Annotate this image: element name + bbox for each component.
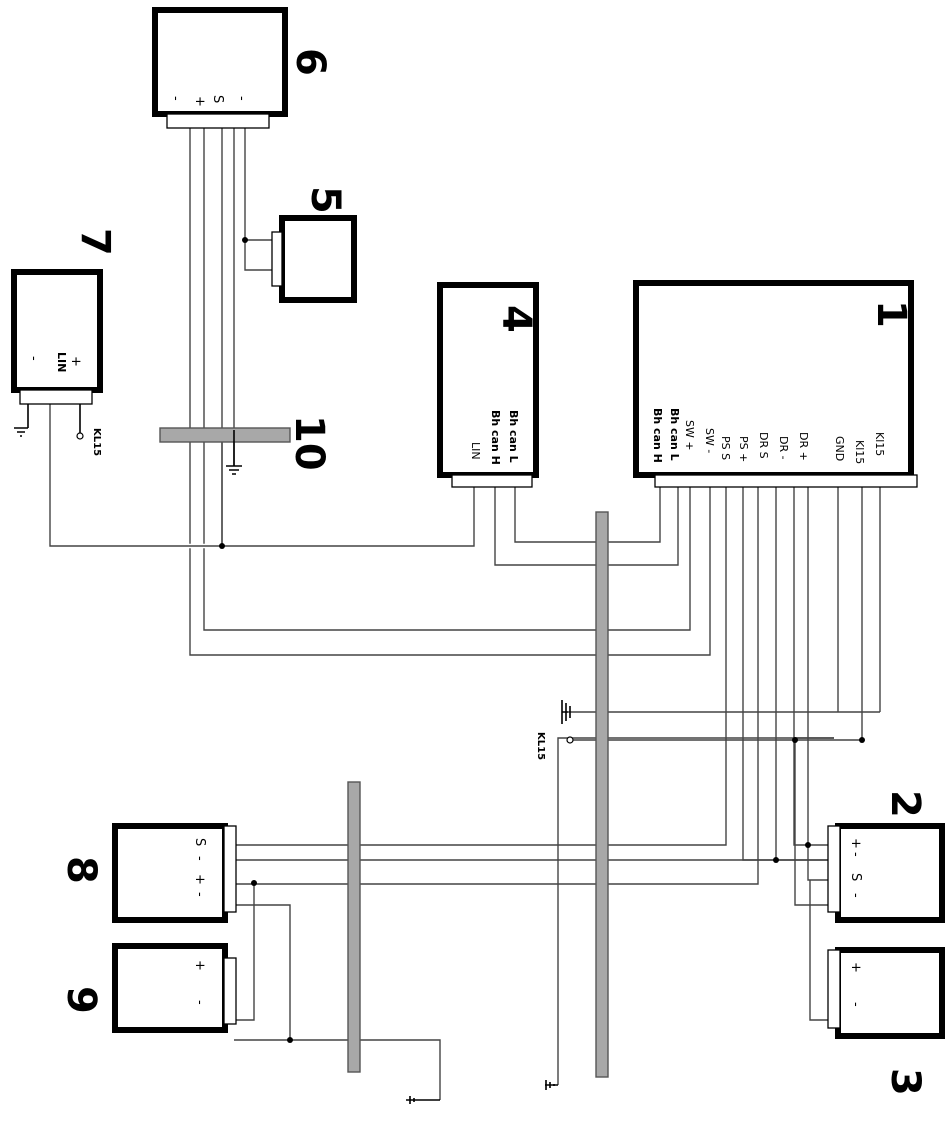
pin-2-3: S [848, 873, 863, 881]
component-10-number: 10 [286, 415, 332, 471]
ground-icon [14, 404, 571, 1104]
pin-2-2: - [848, 852, 863, 857]
pin-2-1: + [848, 838, 863, 849]
component-6-number: 6 [287, 48, 333, 76]
component-9-number: 9 [58, 986, 104, 1014]
kl15-label-7: KL15 [91, 428, 102, 456]
kl15-terminal: KL15 KL15 [76, 404, 574, 760]
pin-8-2: - [192, 856, 207, 861]
component-2: 2 + - S - [827, 790, 945, 923]
pin-2-4: - [848, 893, 863, 898]
pin-6-4: - [234, 96, 249, 101]
bar-10 [159, 427, 291, 443]
pin-4-3: LIN [469, 442, 482, 460]
bus-bar-lower [347, 781, 361, 1073]
kl15-label-bus: KL15 [535, 732, 546, 760]
svg-text:Bh can L: Bh can L [668, 408, 681, 461]
svg-text:GND: GND [833, 436, 846, 461]
pin-3-2: - [848, 1002, 863, 1007]
pin-4-2: Bh can H [489, 410, 502, 465]
pin-7-2: LIN [55, 352, 68, 372]
pin-8-1: S [192, 838, 207, 846]
pin-8-4: - [192, 892, 207, 897]
pin-6-3: S [210, 95, 225, 103]
svg-text:Kl15: Kl15 [873, 432, 886, 456]
svg-text:DR S: DR S [757, 432, 770, 459]
component-7: 7 + LIN - [11, 228, 118, 405]
component-1-pins: Bh can H Bh can L SW + SW - PS S PS + DR… [651, 408, 886, 464]
svg-text:Kl15: Kl15 [853, 440, 866, 464]
svg-text:PS +: PS + [737, 436, 750, 462]
pin-6-2: + [192, 96, 207, 107]
component-9: 9 + - [58, 943, 237, 1033]
component-8: 8 S - + - [58, 823, 237, 923]
pin-8-3: + [192, 874, 207, 885]
component-5: 5 [271, 186, 357, 303]
component-4-number: 4 [493, 305, 539, 333]
pin-7-3: - [26, 356, 41, 361]
bus-bar-vertical [595, 511, 609, 1078]
component-6: 6 - + S - [152, 7, 333, 129]
component-3: 3 + - [827, 947, 945, 1096]
component-7-number: 7 [72, 228, 118, 256]
component-8-number: 8 [58, 856, 104, 884]
svg-text:SW -: SW - [703, 428, 716, 453]
pin-7-1: + [68, 356, 83, 367]
component-1: 1 Bh can H Bh can L SW + SW - PS S PS + … [633, 280, 918, 488]
svg-text:PS S: PS S [719, 436, 732, 460]
pin-3-1: + [848, 962, 863, 973]
component-2-number: 2 [882, 790, 928, 818]
pin-4-1: Bh can L [507, 410, 520, 463]
pin-9-2: - [192, 1000, 207, 1005]
svg-text:SW +: SW + [683, 420, 696, 451]
svg-text:DR -: DR - [777, 436, 790, 460]
component-3-number: 3 [882, 1068, 928, 1096]
pin-9-1: + [192, 960, 207, 971]
wires [49, 128, 881, 1100]
junction-dots [219, 237, 865, 1043]
component-4: 4 Bh can L Bh can H LIN [437, 282, 539, 488]
pin-6-1: - [168, 96, 183, 101]
component-1-number: 1 [868, 300, 914, 328]
svg-text:Bh can H: Bh can H [651, 408, 664, 463]
svg-text:DR +: DR + [797, 432, 810, 461]
component-5-number: 5 [302, 186, 348, 214]
